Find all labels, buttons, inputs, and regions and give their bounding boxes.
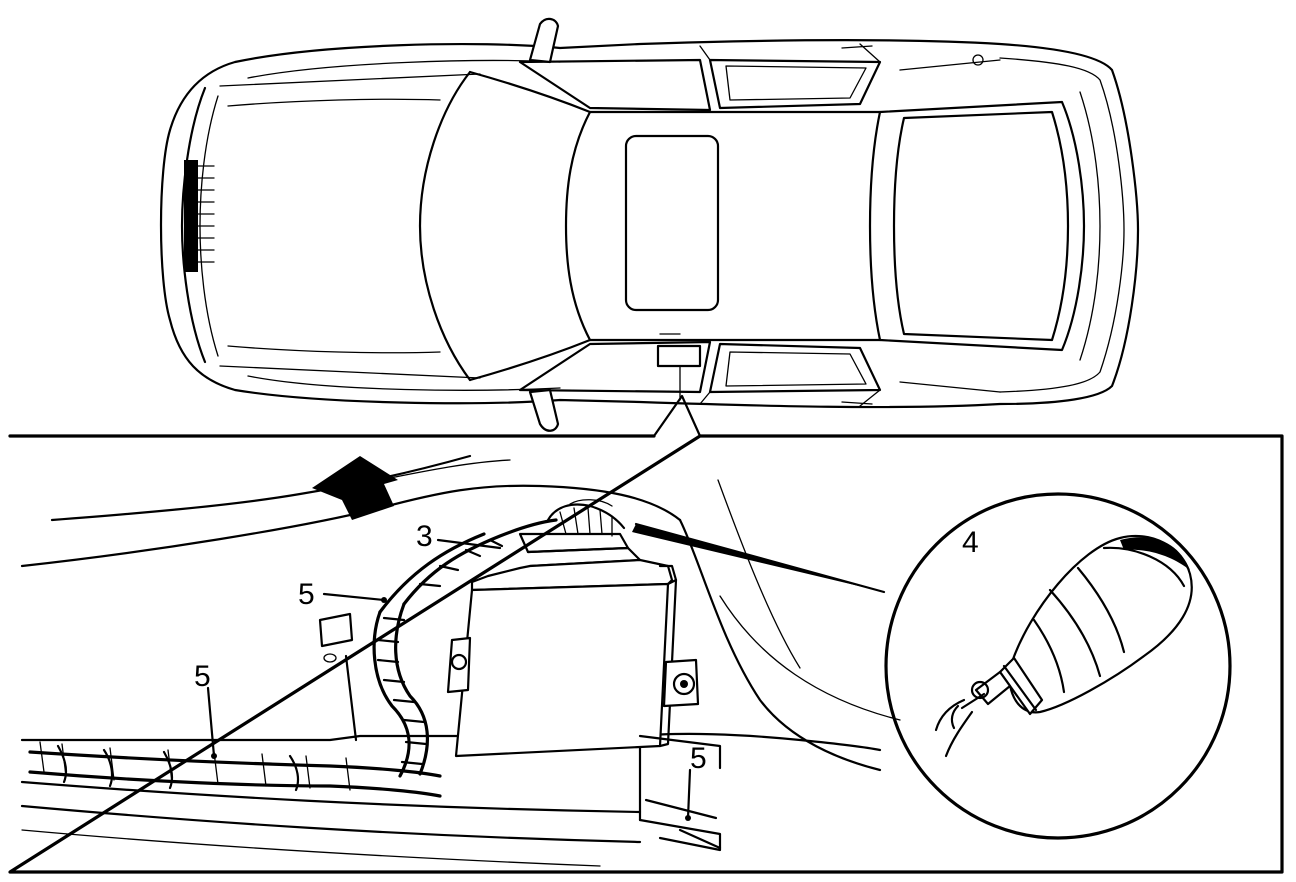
screwdriver-icon: [934, 534, 1193, 758]
callout-4: 4: [962, 526, 979, 559]
callout-5-upper: 5: [298, 578, 315, 611]
arrow-up-icon: [312, 456, 398, 520]
tool-detail: [884, 492, 1232, 840]
detail-pointer: [652, 394, 702, 438]
callout-3: 3: [416, 520, 433, 553]
car-top-view: [159, 17, 1140, 432]
detail-view: [8, 434, 1284, 874]
callout-5-right: 5: [690, 742, 707, 775]
callout-5-left: 5: [194, 660, 211, 693]
